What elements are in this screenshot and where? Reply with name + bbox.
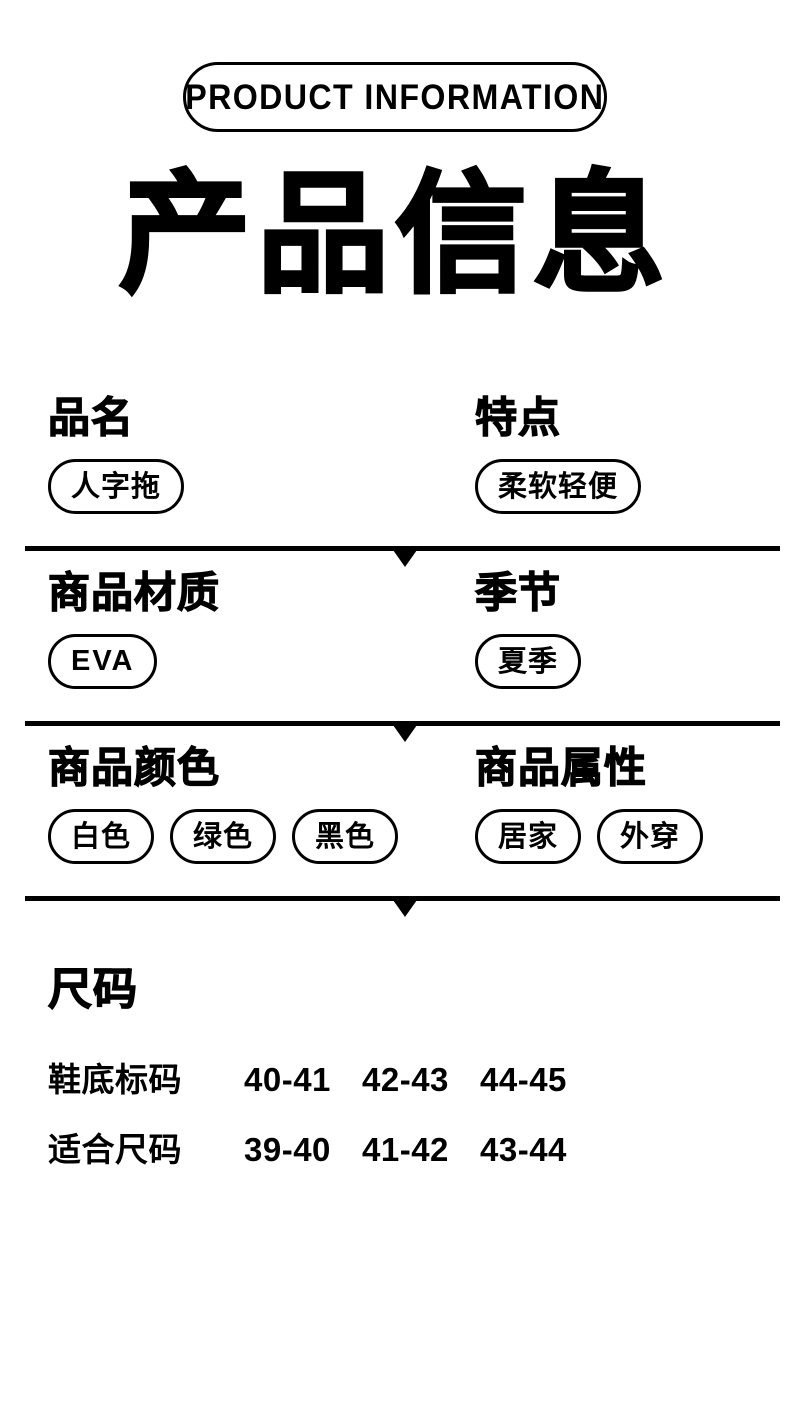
spec-heading: 商品属性: [474, 743, 648, 792]
spec-cell-product-name: 品名 人字拖: [47, 392, 475, 514]
size-value: 39-40: [244, 1130, 331, 1168]
spec-section: 品名 人字拖 特点 柔软轻便 商品材质 EVA 季节 夏季: [0, 392, 790, 921]
size-row-label: 适合尺码: [48, 1129, 182, 1169]
size-row-values: 40-41 42-43 44-45: [244, 1061, 598, 1099]
size-row-values: 39-40 41-42 43-44: [244, 1131, 598, 1169]
table-row: 鞋底标码 40-41 42-43 44-45: [48, 1053, 790, 1101]
badge-label: PRODUCT INFORMATION: [185, 77, 605, 117]
spec-tag[interactable]: 白色: [48, 809, 155, 865]
size-value: 43-44: [480, 1130, 567, 1168]
divider-line: [25, 721, 780, 726]
spec-tag[interactable]: EVA: [48, 634, 158, 689]
spec-tag[interactable]: 绿色: [170, 809, 277, 865]
tag-list: 居家 外穿: [475, 809, 790, 865]
tag-list: 柔软轻便: [475, 458, 790, 514]
spec-tag[interactable]: 夏季: [475, 634, 582, 689]
tag-list: EVA: [48, 634, 475, 689]
spec-row: 商品颜色 白色 绿色 黑色 商品属性 居家 外穿: [0, 743, 790, 865]
spec-cell-color: 商品颜色 白色 绿色 黑色: [47, 743, 475, 865]
spec-tag[interactable]: 外穿: [597, 809, 704, 865]
spec-tag[interactable]: 柔软轻便: [475, 458, 642, 514]
spec-row: 商品材质 EVA 季节 夏季: [0, 567, 790, 689]
spec-heading: 商品材质: [47, 567, 221, 617]
page-title: 产品信息: [118, 158, 671, 312]
size-section-title: 尺码: [47, 964, 138, 1016]
size-section: 尺码 鞋底标码 40-41 42-43 44-45 适合尺码 39-40 41-…: [0, 964, 790, 1171]
badge-container: PRODUCT INFORMATION: [0, 0, 790, 132]
size-table: 鞋底标码 40-41 42-43 44-45 适合尺码 39-40 41-42 …: [48, 1053, 790, 1171]
spec-tag[interactable]: 人字拖: [48, 458, 185, 514]
tag-list: 白色 绿色 黑色: [48, 809, 475, 865]
spec-tag[interactable]: 居家: [475, 809, 582, 865]
chevron-down-icon: [393, 725, 417, 742]
divider-line: [25, 896, 780, 902]
page-header: PRODUCT INFORMATION 产品信息: [0, 0, 790, 312]
size-value: 40-41: [244, 1060, 331, 1098]
spec-cell-material: 商品材质 EVA: [47, 567, 475, 689]
section-divider: [0, 715, 790, 745]
divider-line: [25, 545, 780, 551]
size-value: 44-45: [480, 1060, 567, 1098]
section-divider: [0, 890, 790, 920]
product-information-badge: PRODUCT INFORMATION: [183, 62, 607, 132]
tag-list: 人字拖: [48, 458, 475, 514]
spec-tag[interactable]: 黑色: [292, 809, 399, 865]
section-divider: [0, 540, 790, 570]
chevron-down-icon: [393, 549, 417, 567]
tag-list: 夏季: [475, 634, 790, 689]
spec-row: 品名 人字拖 特点 柔软轻便: [0, 392, 790, 514]
size-row-label: 鞋底标码: [48, 1059, 182, 1099]
spec-heading: 商品颜色: [47, 743, 221, 792]
spec-cell-features: 特点 柔软轻便: [474, 392, 790, 514]
chevron-down-icon: [393, 900, 417, 918]
size-value: 41-42: [362, 1130, 449, 1168]
spec-heading: 品名: [47, 392, 135, 442]
size-value: 42-43: [362, 1060, 449, 1098]
spec-heading: 特点: [474, 392, 562, 442]
spec-heading: 季节: [474, 567, 562, 617]
spec-cell-season: 季节 夏季: [474, 567, 790, 689]
spec-cell-attributes: 商品属性 居家 外穿: [474, 743, 790, 865]
table-row: 适合尺码 39-40 41-42 43-44: [48, 1123, 790, 1171]
